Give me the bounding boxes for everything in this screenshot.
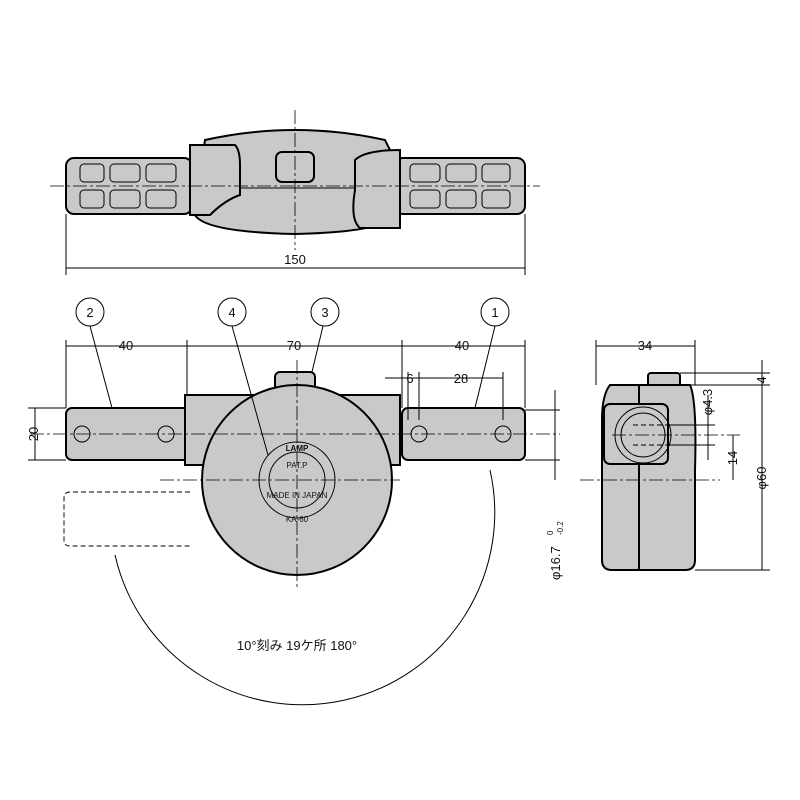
top-view: 150 bbox=[50, 110, 540, 275]
dim-hole-offset: 6 bbox=[406, 371, 413, 386]
dim-side-width: 34 bbox=[638, 338, 652, 353]
dim-right-arm: 40 bbox=[455, 338, 469, 353]
callout-2: 2 bbox=[75, 297, 105, 327]
rotation-note: 10°刻み 19ケ所 180° bbox=[237, 638, 357, 653]
dim-overall-length: 150 bbox=[284, 252, 306, 267]
dim-left-arm: 40 bbox=[119, 338, 133, 353]
svg-text:4: 4 bbox=[228, 305, 235, 320]
callout-3: 3 bbox=[310, 297, 340, 327]
side-view: 34 4 φ4.3 14 φ60 bbox=[580, 338, 770, 571]
dim-hole-dia: φ4.3 bbox=[700, 389, 715, 416]
dim-hole-pitch: 28 bbox=[454, 371, 468, 386]
dim-shaft-tol-lower: -0.2 bbox=[556, 521, 565, 535]
svg-text:2: 2 bbox=[86, 305, 93, 320]
dim-shaft-dia: φ16.7 bbox=[548, 546, 563, 580]
dim-knob-height: 4 bbox=[754, 376, 769, 383]
dim-body-dia: φ60 bbox=[754, 467, 769, 490]
svg-text:3: 3 bbox=[321, 305, 328, 320]
model-label: KA-60 bbox=[286, 515, 309, 524]
callout-1: 1 bbox=[480, 297, 510, 327]
dim-center: 70 bbox=[287, 338, 301, 353]
origin-label: MADE IN JAPAN bbox=[267, 491, 328, 500]
svg-text:1: 1 bbox=[491, 305, 498, 320]
front-view: LAMP PAT.P MADE IN JAPAN KA-60 10°刻み 19ケ… bbox=[26, 297, 565, 706]
dim-shaft-tol-upper: 0 bbox=[546, 530, 555, 535]
callout-4: 4 bbox=[217, 297, 247, 327]
dim-hole-height: 14 bbox=[725, 451, 740, 465]
dim-arm-height: 20 bbox=[26, 427, 41, 441]
